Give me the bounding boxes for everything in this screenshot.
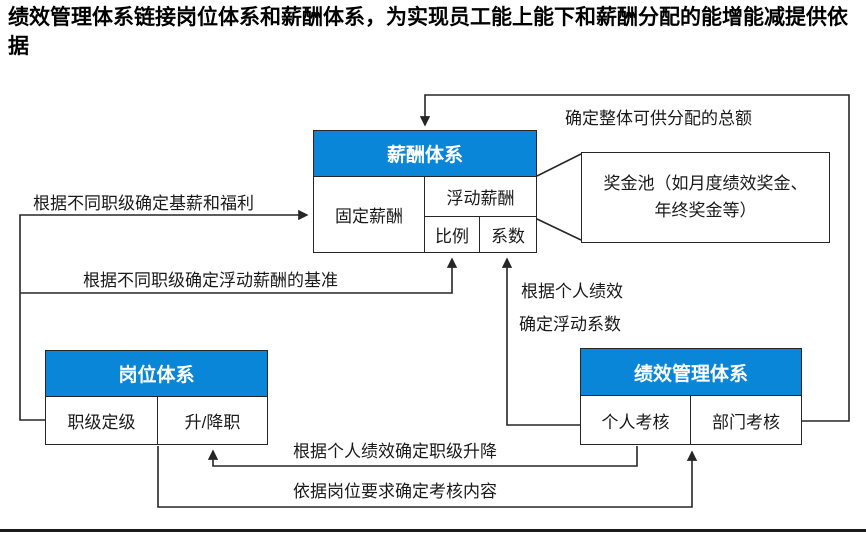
position-system-header: 岗位体系	[46, 351, 267, 397]
coefficient-cell: 系数	[479, 217, 536, 252]
footer-divider-bar	[0, 529, 866, 532]
individual-assessment-cell: 个人考核	[581, 396, 690, 444]
label-floating-base: 根据不同职级确定浮动薪酬的基准	[83, 271, 338, 290]
ratio-coefficient-row: 比例 系数	[425, 216, 536, 252]
performance-system-box: 绩效管理体系 个人考核 部门考核	[580, 348, 802, 445]
floating-salary-cell: 浮动薪酬	[425, 177, 536, 216]
label-rank-change: 根据个人绩效确定职级升降	[293, 442, 497, 461]
position-system-box: 岗位体系 职级定级 升/降职	[45, 350, 268, 445]
promotion-demotion-cell: 升/降职	[157, 397, 267, 444]
arrow-total-pool	[419, 94, 850, 422]
arrow-base-salary	[19, 209, 309, 421]
fixed-salary-cell: 固定薪酬	[314, 177, 424, 252]
bonus-pool-label: 奖金池（如月度绩效奖金、年终奖金等）	[603, 174, 808, 220]
ratio-cell: 比例	[425, 217, 479, 252]
performance-body: 个人考核 部门考核	[581, 396, 801, 444]
slide-title: 绩效管理体系链接岗位体系和薪酬体系，为实现员工能上能下和薪酬分配的能增能减提供依…	[8, 6, 848, 58]
label-total-pool: 确定整体可供分配的总额	[565, 109, 752, 128]
label-assessment-content: 依据岗位要求确定考核内容	[293, 482, 497, 501]
label-base-salary: 根据不同职级确定基薪和福利	[33, 194, 254, 213]
label-personal-perf-line2: 确定浮动系数	[519, 315, 621, 334]
arrow-assessment-content	[157, 446, 698, 508]
arrow-floating-coefficient	[501, 257, 580, 426]
bonus-funnel-top-line	[536, 153, 582, 177]
label-personal-perf-line1: 根据个人绩效	[521, 282, 623, 301]
bonus-funnel-bottom-line	[536, 218, 582, 241]
bonus-pool-box: 奖金池（如月度绩效奖金、年终奖金等）	[581, 152, 830, 243]
floating-salary-group: 浮动薪酬 比例 系数	[424, 177, 536, 252]
department-assessment-cell: 部门考核	[690, 396, 801, 444]
compensation-system-box: 薪酬体系 固定薪酬 浮动薪酬 比例 系数	[313, 130, 537, 253]
rank-grading-cell: 职级定级	[46, 397, 157, 444]
arrow-floating-base	[20, 257, 458, 294]
arrow-rank-change	[207, 446, 638, 467]
performance-system-header: 绩效管理体系	[581, 349, 801, 396]
position-body: 职级定级 升/降职	[46, 397, 267, 444]
compensation-body: 固定薪酬 浮动薪酬 比例 系数	[314, 177, 536, 252]
compensation-system-header: 薪酬体系	[314, 131, 536, 177]
